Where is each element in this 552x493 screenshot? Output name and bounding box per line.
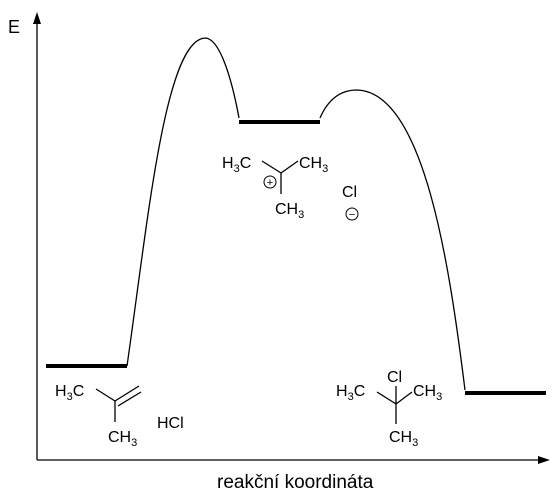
svg-text:H3C: H3C [336,383,365,403]
svg-text:CH3: CH3 [389,429,418,449]
transition-state-2-curve [319,89,466,391]
svg-text:CH3: CH3 [275,201,304,221]
x-axis-label: reakční koordináta [217,472,374,493]
product-tbucl: Cl H3C CH3 CH3 [336,369,442,449]
intermediate-cation: H3C CH3 CH3 + [222,155,328,221]
alkene-bond-left [95,388,116,402]
reactant-alkene: H3C CH3 [55,383,142,449]
svg-text:CH3: CH3 [108,429,137,449]
svg-text:H3C: H3C [222,155,251,175]
svg-text:+: + [267,177,273,189]
y-axis-label: E [8,17,20,37]
reactant-hcl: HCl [157,415,184,432]
svg-text:CH3: CH3 [299,155,328,175]
y-axis-arrowhead [33,12,41,24]
positive-charge-icon [263,175,277,189]
x-axis-arrowhead [538,456,550,464]
cation-bond-left [261,160,282,174]
product-bond-right [395,391,413,405]
alkene-double-bond-inner [117,391,142,407]
intermediate-anion: Cl − [342,184,359,221]
svg-text:−: − [349,209,355,221]
product-bond-left [376,391,397,405]
cation-bond-right [280,160,299,174]
alkene-double-bond-outer [114,385,140,402]
transition-state-1-curve [126,37,240,367]
svg-text:H3C: H3C [55,383,84,403]
svg-text:Cl: Cl [387,369,402,386]
svg-text:CH3: CH3 [413,383,442,403]
svg-text:Cl: Cl [342,184,357,201]
negative-charge-icon [345,207,359,221]
